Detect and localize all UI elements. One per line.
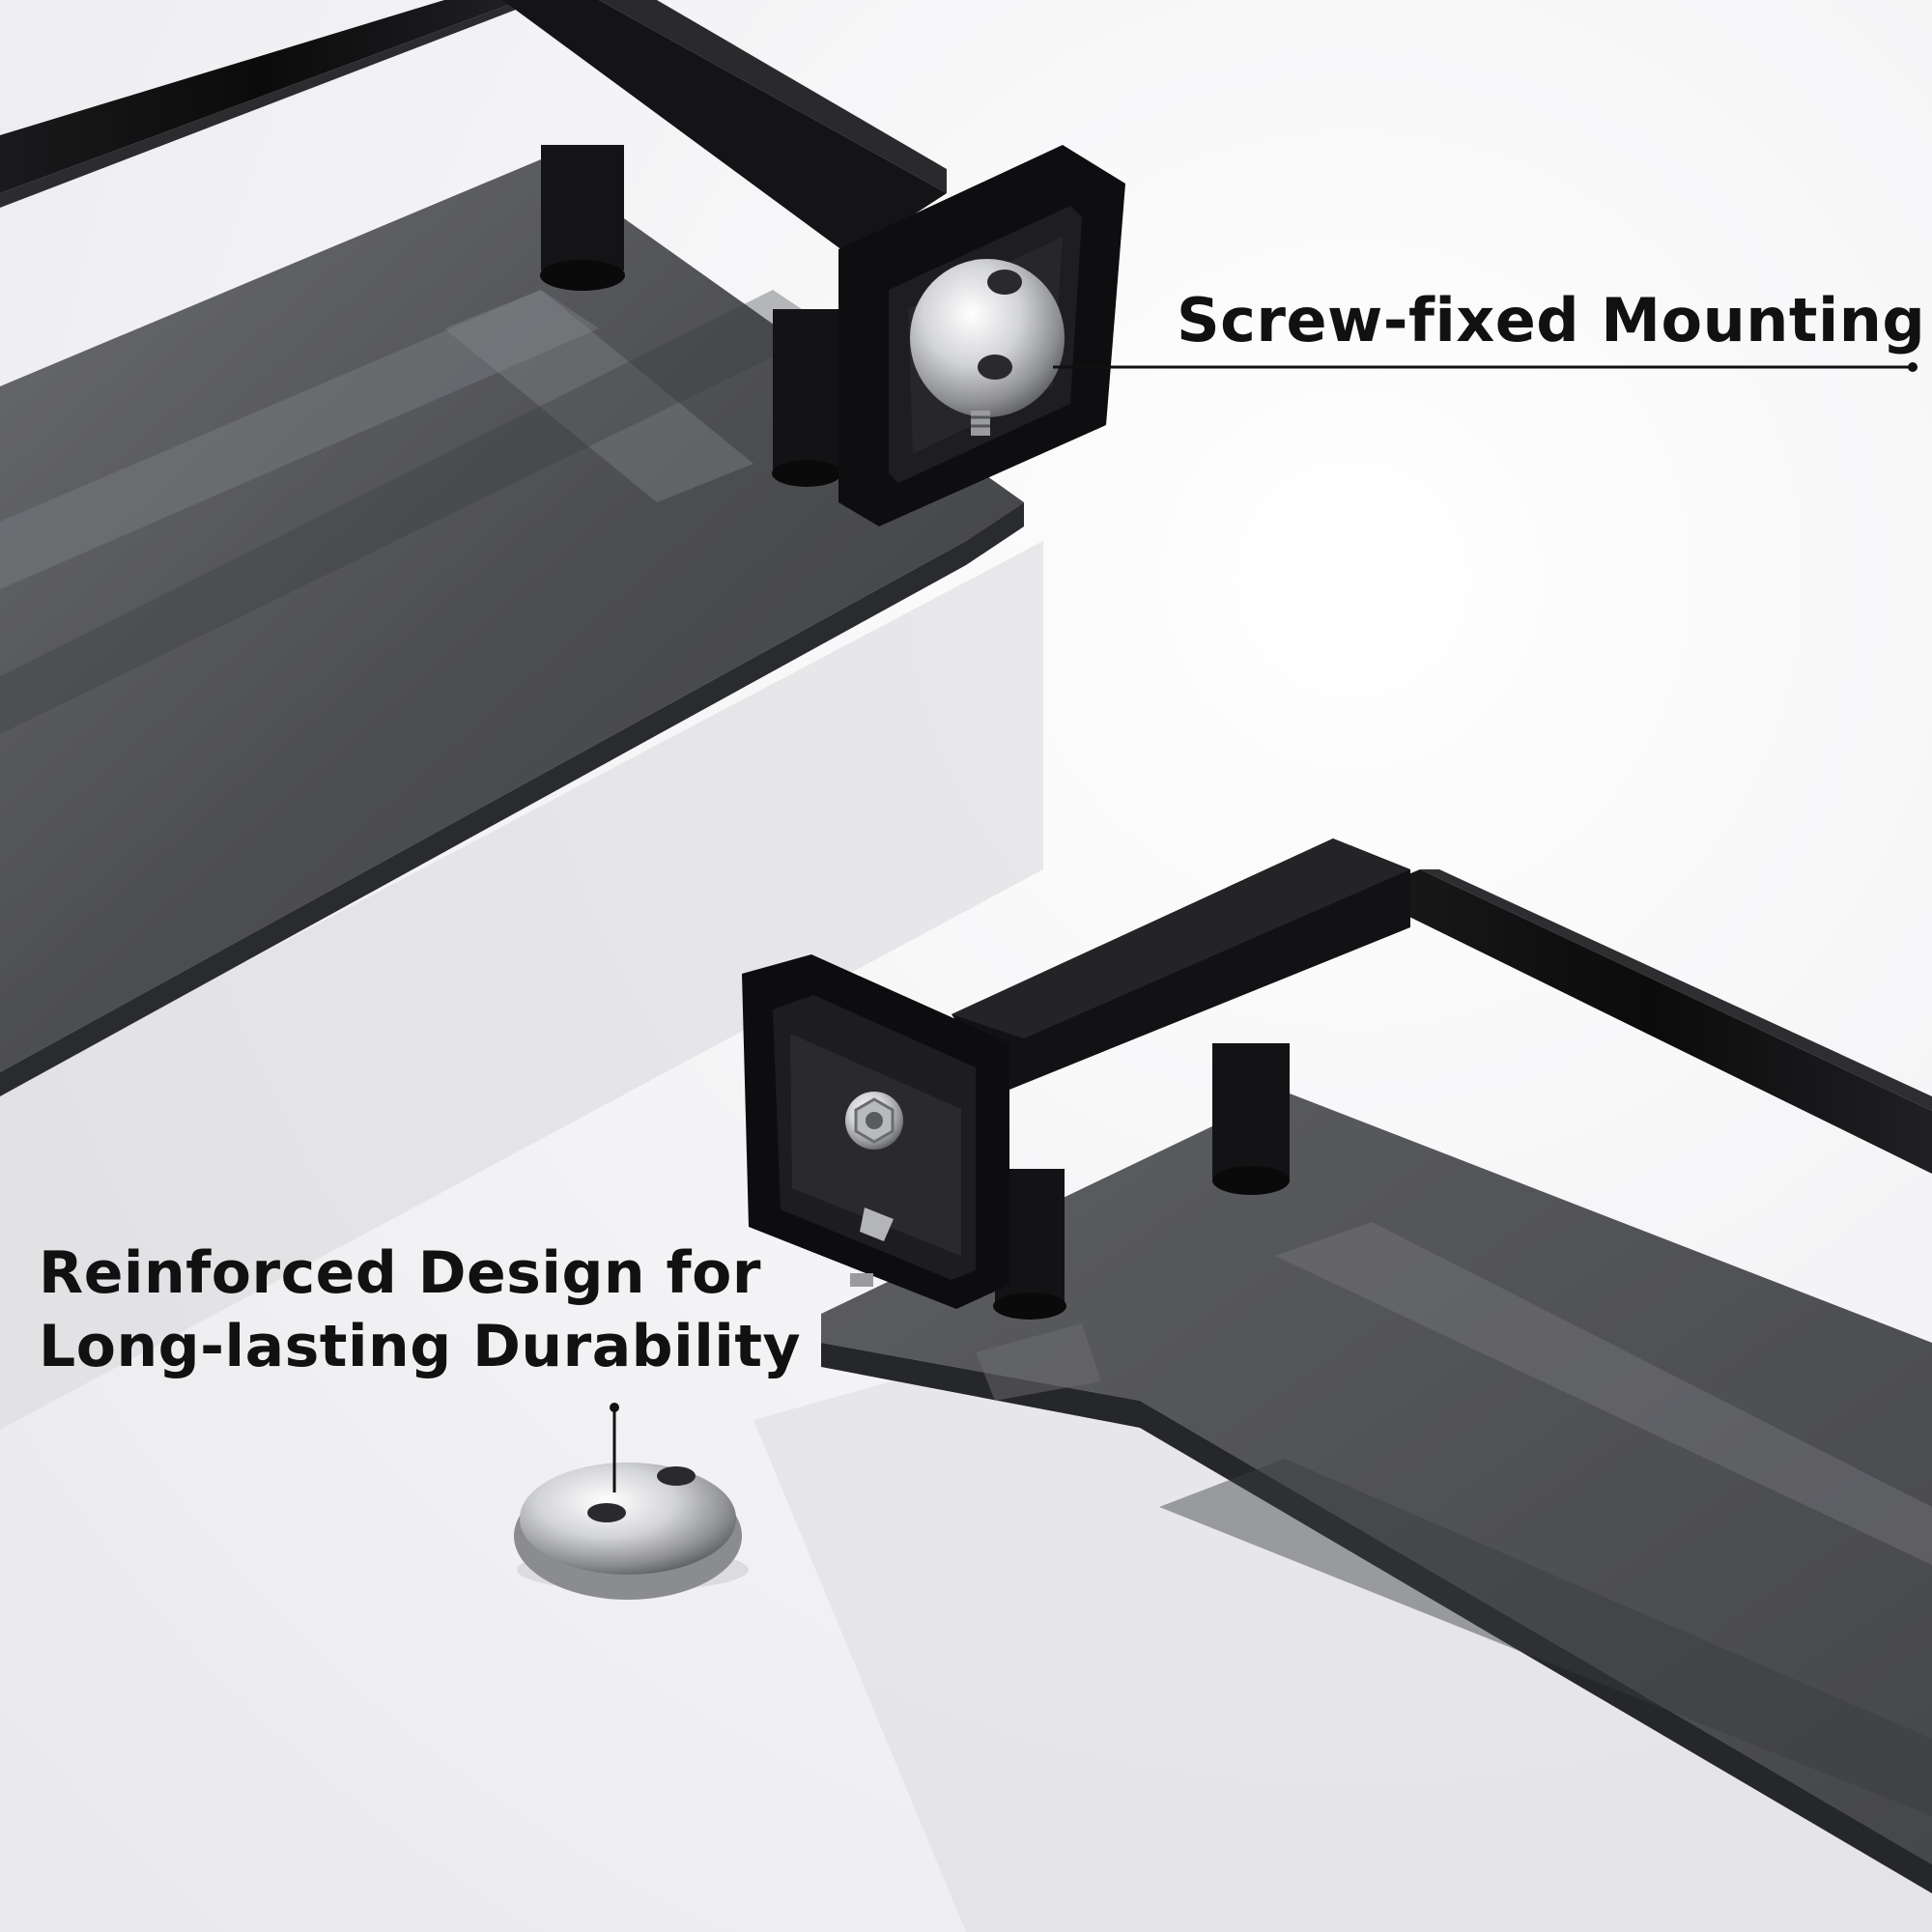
screw-hole-icon [657, 1466, 696, 1486]
screw-hole-icon [978, 355, 1012, 380]
screw-hole-icon [587, 1503, 626, 1522]
callout-reinforced-line-2: Long-lasting Durability [39, 1313, 802, 1380]
upper-bracket-arm [502, 0, 947, 256]
upper-glass-edge [0, 502, 1024, 1096]
upper-post-back [541, 145, 624, 270]
set-screw-icon [860, 1208, 894, 1241]
lower-back-rail [1362, 869, 1932, 1174]
lower-shelf-reflection [753, 1333, 1932, 1932]
callout-reinforced-line-1: Reinforced Design for [39, 1239, 761, 1307]
callout-reinforced-design: Reinforced Design for Long-lasting Durab… [39, 1236, 801, 1383]
lower-glass-plate [821, 1092, 1932, 1864]
screw-hole-icon [987, 270, 1022, 295]
upper-mounting-disc [910, 259, 1065, 417]
spare-mounting-disc [514, 1463, 749, 1600]
upper-glass-plate [0, 159, 1024, 1072]
upper-shelf [0, 0, 1125, 1430]
lower-post [1212, 1043, 1290, 1179]
callout-leaders [610, 362, 1918, 1492]
upper-shelf-reflection [0, 541, 1043, 1430]
set-screw-icon [971, 411, 990, 436]
lower-shelf [742, 838, 1932, 1932]
callout-screw-fixed-mounting: Screw-fixed Mounting [1177, 285, 1926, 355]
